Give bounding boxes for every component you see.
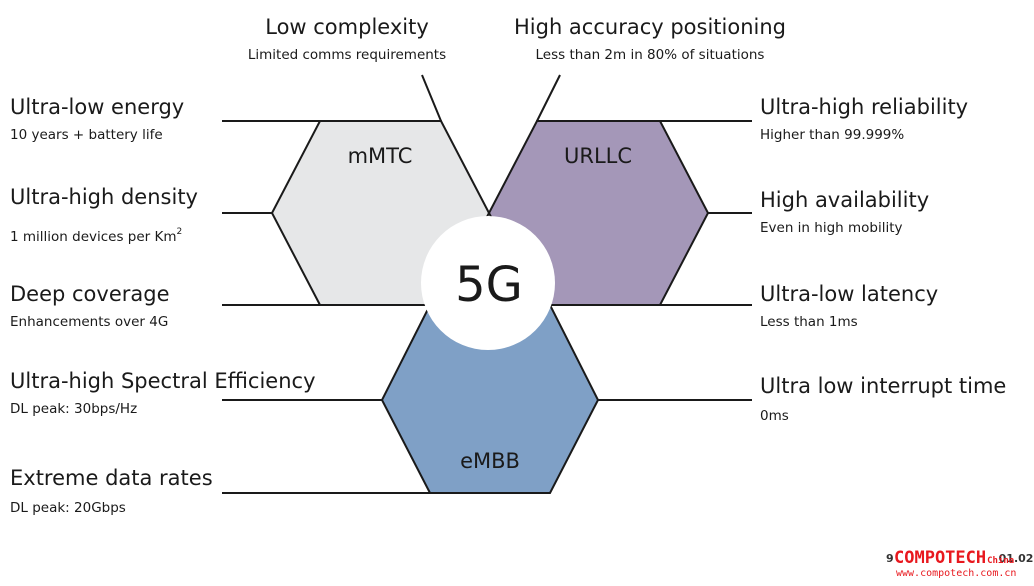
deep-coverage-title: Deep coverage (10, 282, 170, 306)
connector-high-accuracy (536, 74, 561, 122)
spectral-efficiency-sub: DL peak: 30bps/Hz (10, 401, 138, 417)
ultra-low-energy-sub: 10 years + battery life (10, 127, 163, 143)
ultra-low-interrupt-title: Ultra low interrupt time (760, 374, 1007, 398)
watermark-url: www.compotech.com.cn (896, 568, 1017, 579)
label-ultra-high-reliability: Ultra-high reliability Higher than 99.99… (760, 95, 968, 144)
center-circle (421, 216, 555, 350)
label-spectral-efficiency: Ultra-high Spectral Efficiency DL peak: … (10, 369, 316, 418)
label-ultra-low-energy: Ultra-low energy 10 years + battery life (10, 95, 184, 144)
high-availability-sub: Even in high mobility (760, 220, 903, 236)
ultra-low-latency-title: Ultra-low latency (760, 282, 939, 306)
low-complexity-sub: Limited comms requirements (247, 47, 447, 63)
ultra-high-reliability-title: Ultra-high reliability (760, 95, 969, 119)
connector-low-complexity (421, 74, 442, 122)
watermark-brand: COMPOTECHChina (894, 548, 1015, 568)
extreme-data-rates-sub: DL peak: 20Gbps (10, 500, 126, 516)
center-label: 5G (455, 257, 523, 313)
ultra-low-energy-title: Ultra-low energy (10, 95, 185, 119)
label-high-accuracy: High accuracy positioning Less than 2m i… (480, 15, 820, 64)
high-accuracy-title: High accuracy positioning (513, 15, 786, 39)
ultra-high-density-sub: 1 million devices per Km (10, 229, 177, 245)
ultra-high-reliability-sub: Higher than 99.999% (760, 127, 905, 143)
extreme-data-rates-title: Extreme data rates (10, 466, 213, 490)
deep-coverage-sub: Enhancements over 4G (10, 314, 169, 330)
hexagon-embb-label: eMBB (460, 449, 520, 473)
label-ultra-low-interrupt: Ultra low interrupt time 0ms (760, 374, 1006, 425)
label-ultra-high-density: Ultra-high density 1 million devices per… (10, 185, 198, 246)
label-high-availability: High availability Even in high mobility (760, 188, 929, 237)
hexagon-urllc-label: URLLC (564, 144, 632, 168)
spectral-efficiency-title: Ultra-high Spectral Efficiency (10, 369, 316, 393)
label-ultra-low-latency: Ultra-low latency Less than 1ms (760, 282, 938, 331)
ultra-high-density-title: Ultra-high density (10, 185, 198, 209)
label-extreme-data-rates: Extreme data rates DL peak: 20Gbps (10, 466, 213, 517)
hexagon-mmtc-label: mMTC (348, 144, 413, 168)
ultra-low-interrupt-sub: 0ms (760, 408, 789, 424)
ultra-low-latency-sub: Less than 1ms (760, 314, 858, 330)
label-deep-coverage: Deep coverage Enhancements over 4G (10, 282, 170, 331)
label-low-complexity: Low complexity Limited comms requirement… (207, 15, 487, 64)
low-complexity-title: Low complexity (265, 15, 429, 39)
high-availability-title: High availability (760, 188, 930, 212)
high-accuracy-sub: Less than 2m in 80% of situations (535, 47, 765, 63)
ultra-high-density-sup: 2 (176, 227, 183, 237)
